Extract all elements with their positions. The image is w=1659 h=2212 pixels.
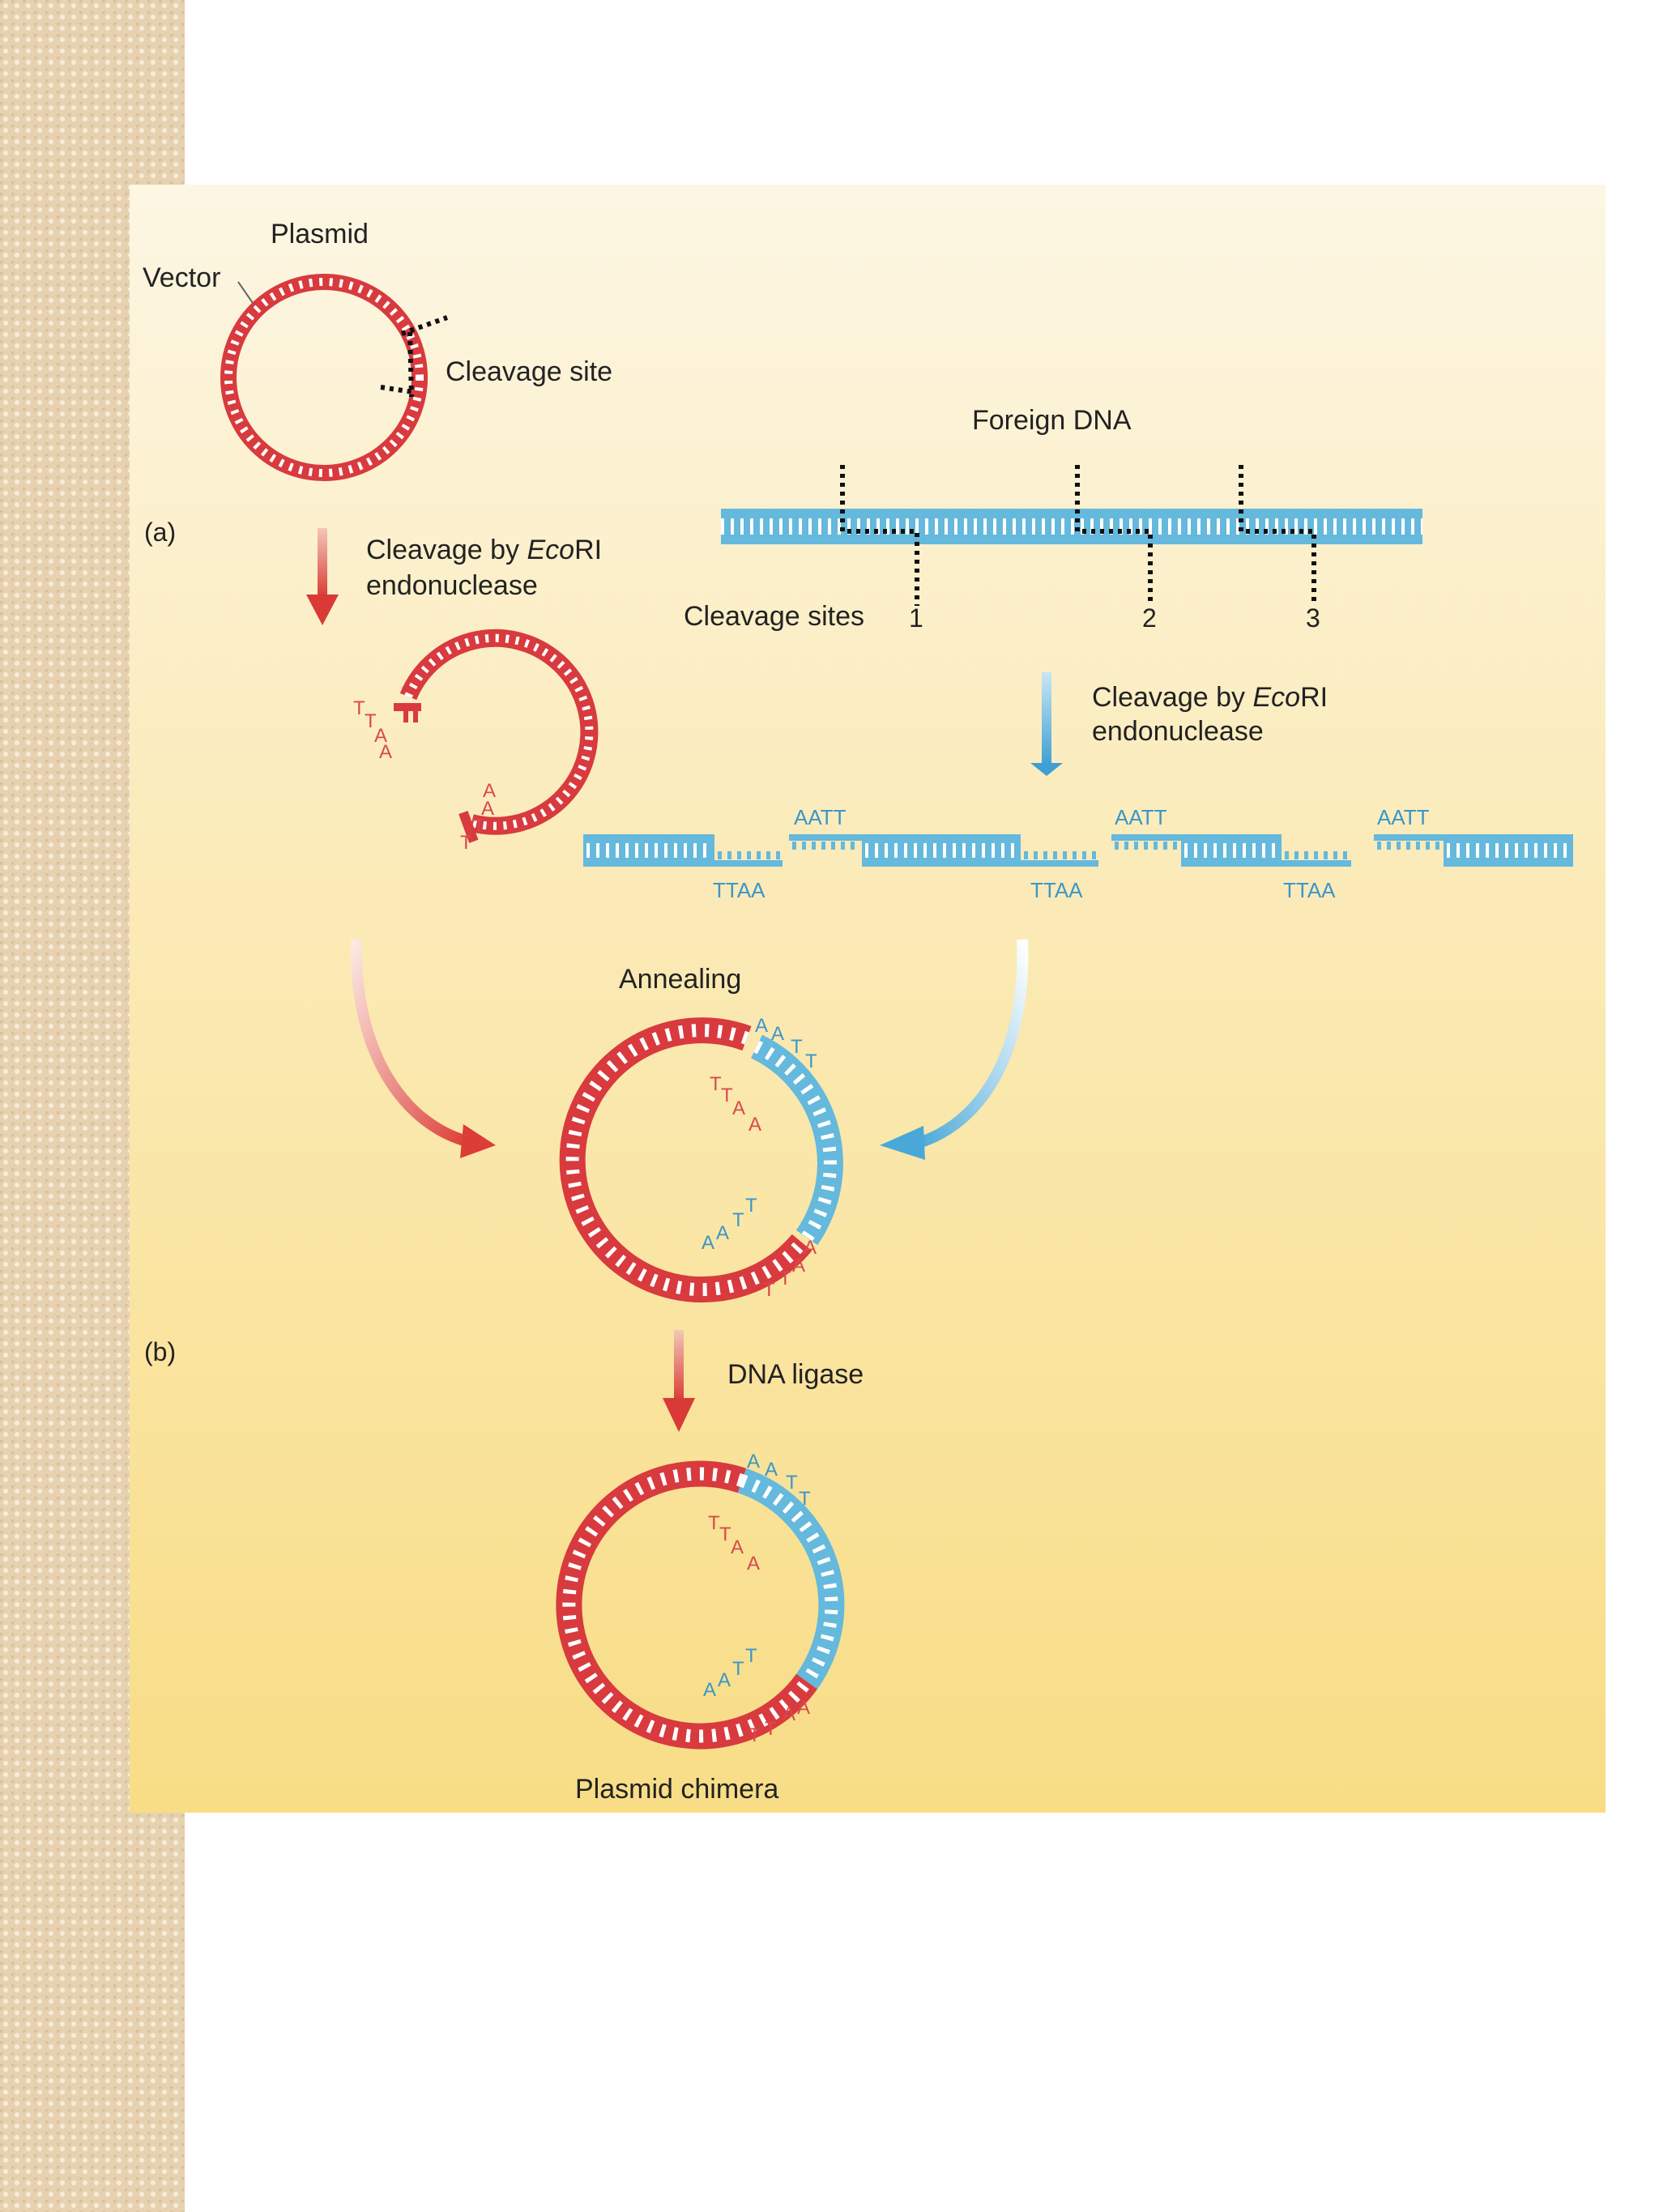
base-a: A bbox=[703, 1679, 716, 1701]
base-t: T bbox=[721, 1085, 733, 1106]
site-3-label: 3 bbox=[1306, 603, 1320, 633]
annealed-plasmid bbox=[559, 1017, 843, 1303]
cleavage-by-ecori-label-2: Cleavage by EcoRI bbox=[1092, 682, 1328, 713]
base-t: T bbox=[745, 1645, 757, 1667]
base-t: T bbox=[779, 1268, 791, 1289]
plasmid-cleavage-marks bbox=[380, 315, 449, 398]
base-a: A bbox=[716, 1222, 729, 1244]
base-t: T bbox=[732, 1209, 744, 1231]
base-t: T bbox=[748, 1724, 761, 1746]
panel-a-label: (a) bbox=[144, 518, 176, 547]
base-a: A bbox=[765, 1459, 778, 1481]
cleavage-sites-label: Cleavage sites bbox=[684, 601, 864, 632]
endonuclease-label-1: endonuclease bbox=[366, 570, 538, 601]
base-a: A bbox=[481, 798, 494, 820]
foreign-dna-cleavage-marks bbox=[840, 465, 1316, 606]
base-a: A bbox=[732, 1097, 745, 1119]
sticky-end-aatt-3: AATT bbox=[1377, 805, 1430, 829]
base-a: A bbox=[718, 1669, 731, 1691]
base-a: A bbox=[747, 1553, 760, 1575]
base-t: T bbox=[763, 1279, 775, 1301]
annealed-base-labels: A A T T T T A A A A T T A A T T bbox=[702, 1015, 817, 1301]
base-t: T bbox=[799, 1488, 811, 1510]
opened-plasmid-sticky-ends: T T A A A A T T bbox=[353, 697, 496, 854]
base-t: T bbox=[765, 1718, 777, 1740]
base-t: T bbox=[460, 832, 472, 854]
base-a: A bbox=[374, 725, 387, 747]
cleavage-by-ecori-label-1: Cleavage by EcoRI bbox=[366, 535, 602, 565]
base-t: T bbox=[791, 1036, 803, 1058]
base-a: A bbox=[792, 1255, 805, 1276]
foreign-dna-label: Foreign DNA bbox=[972, 405, 1132, 436]
opened-plasmid bbox=[394, 629, 599, 843]
sticky-end-aatt-1: AATT bbox=[794, 805, 847, 829]
site-1-label: 1 bbox=[909, 603, 923, 633]
base-t: T bbox=[708, 1512, 720, 1534]
red-curved-arrow bbox=[350, 939, 496, 1158]
panel-b-label: (b) bbox=[144, 1337, 176, 1366]
base-a: A bbox=[755, 1015, 768, 1037]
blue-curved-arrow bbox=[880, 939, 1029, 1160]
vector-leader-line bbox=[237, 281, 254, 304]
site-2-label: 2 bbox=[1142, 603, 1157, 633]
plasmid-label: Plasmid bbox=[271, 219, 369, 249]
sticky-end-ttaa-2: TTAA bbox=[1030, 878, 1083, 902]
base-t: T bbox=[365, 710, 377, 732]
base-t: T bbox=[805, 1051, 817, 1072]
sticky-end-ttaa-1: TTAA bbox=[713, 878, 766, 902]
base-a: A bbox=[804, 1237, 817, 1259]
base-a: A bbox=[748, 1114, 761, 1136]
cleavage-arrow-foreign bbox=[1030, 672, 1063, 776]
plasmid-vector-ring bbox=[220, 274, 428, 481]
base-a: A bbox=[731, 1536, 744, 1558]
dna-ligase-arrow bbox=[663, 1330, 695, 1432]
foreign-dna-fragment-3 bbox=[1111, 834, 1351, 867]
base-t: T bbox=[710, 1073, 722, 1095]
plasmid-chimera-label: Plasmid chimera bbox=[575, 1774, 778, 1805]
base-t: T bbox=[732, 1658, 744, 1680]
foreign-dna-fragment-1 bbox=[583, 834, 783, 867]
base-a: A bbox=[747, 1451, 760, 1473]
base-a: A bbox=[797, 1697, 810, 1719]
foreign-dna-fragment-4 bbox=[1374, 834, 1573, 867]
base-a: A bbox=[702, 1232, 714, 1254]
base-a: A bbox=[783, 1703, 795, 1725]
endonuclease-label-2: endonuclease bbox=[1092, 716, 1264, 747]
fragment-sticky-end-labels: AATT AATT AATT TTAA TTAA TTAA bbox=[713, 805, 1430, 902]
sticky-end-ttaa-3: TTAA bbox=[1283, 878, 1336, 902]
base-a: A bbox=[483, 780, 496, 802]
cleavage-arrow-plasmid bbox=[306, 528, 339, 625]
annealing-label: Annealing bbox=[619, 964, 741, 995]
plasmid-chimera bbox=[556, 1460, 845, 1750]
dna-ligase-label: DNA ligase bbox=[727, 1359, 864, 1390]
base-t: T bbox=[719, 1524, 731, 1545]
base-t: T bbox=[473, 816, 485, 837]
foreign-dna-strand bbox=[721, 509, 1422, 544]
chimera-base-labels: A A T T T T A A A A T T A A T T bbox=[703, 1451, 811, 1746]
base-t: T bbox=[745, 1195, 757, 1217]
base-a: A bbox=[379, 741, 392, 763]
vector-label: Vector bbox=[143, 262, 220, 293]
base-t: T bbox=[353, 697, 365, 719]
foreign-dna-fragment-2 bbox=[789, 834, 1098, 867]
cleavage-site-label: Cleavage site bbox=[446, 356, 612, 387]
sticky-end-aatt-2: AATT bbox=[1115, 805, 1167, 829]
base-t: T bbox=[786, 1472, 798, 1494]
base-a: A bbox=[771, 1023, 784, 1045]
